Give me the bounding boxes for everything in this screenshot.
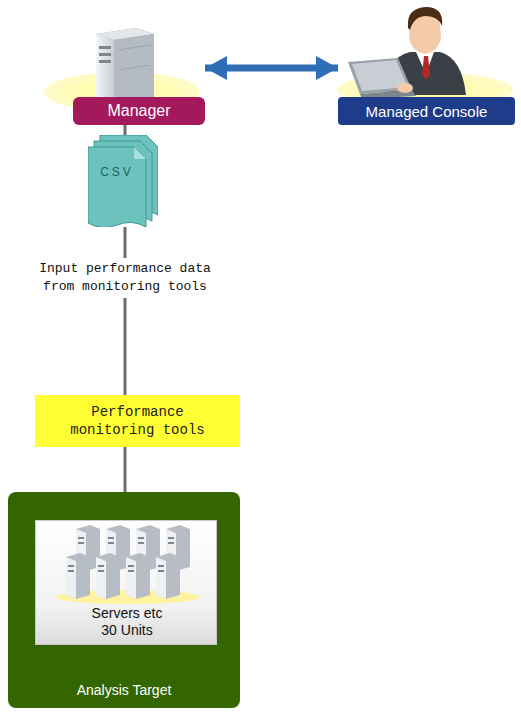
person-icon — [348, 7, 466, 99]
connector-line — [124, 125, 127, 135]
connector-line — [124, 227, 127, 395]
server-panel: Servers etc 30 Units — [35, 520, 217, 645]
edge-label: Input performance data from monitoring t… — [32, 258, 218, 298]
node-label: Analysis Target — [8, 682, 240, 698]
server-cluster — [36, 523, 216, 605]
node-label: Servers etc 30 Units — [83, 605, 171, 639]
server-unit — [66, 553, 90, 599]
label-box: Managed Console — [338, 97, 515, 125]
server-icon — [96, 28, 154, 104]
console-node: Managed Console — [338, 8, 515, 125]
node-label: CSV — [88, 165, 146, 179]
target-group: Analysis Target Servers etc 30 Units — [8, 492, 240, 708]
node-label: Performance monitoring tools — [63, 403, 213, 439]
server-unit — [156, 553, 180, 599]
tool-box: Performance monitoring tools — [35, 395, 240, 447]
server-unit — [126, 553, 150, 599]
connector-line — [124, 447, 127, 492]
page-fold — [134, 147, 146, 159]
server-unit — [96, 553, 120, 599]
document-shape — [88, 135, 158, 227]
double-arrow — [205, 65, 338, 72]
label-box: Manager — [73, 97, 205, 125]
csv-document: CSV — [88, 135, 158, 227]
document-page — [88, 147, 146, 227]
manager-node: Manager — [73, 8, 205, 125]
